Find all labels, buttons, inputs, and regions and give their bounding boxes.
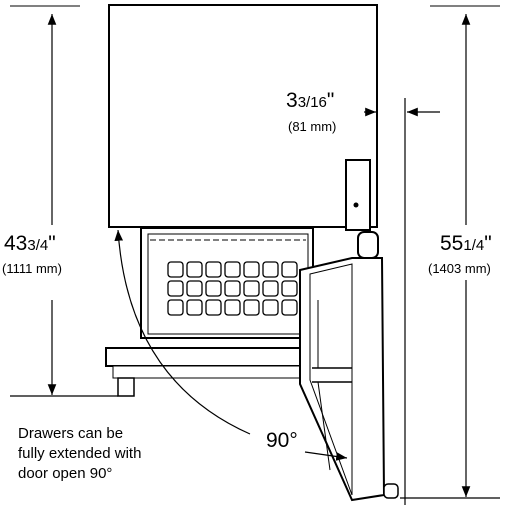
ice-cube	[186, 280, 203, 297]
ice-cube	[243, 280, 260, 297]
ice-cube	[167, 261, 184, 278]
drawer-note-line-1: Drawers can be	[18, 425, 124, 442]
swing-arcs	[114, 229, 348, 461]
height-closed-label: 433/4"	[4, 233, 56, 254]
height-open-unit: "	[484, 232, 492, 255]
door-clearance-fraction: 3/16	[297, 94, 327, 111]
ice-tray-grid	[167, 261, 298, 316]
door-clearance-dimension	[364, 98, 440, 505]
cabinet-body	[108, 4, 378, 228]
swing-angle-label: 90°	[266, 429, 298, 452]
drawer-note-line-3: door open 90°	[18, 465, 113, 482]
height-open-fraction: 1/4	[463, 237, 485, 254]
ice-cube	[224, 280, 241, 297]
ice-cube	[243, 261, 260, 278]
ice-cube	[262, 299, 279, 316]
door-clearance-label: 33/16"	[286, 90, 334, 111]
ice-cube	[205, 280, 222, 297]
height-open-metric: (1403 mm)	[428, 261, 491, 276]
ice-cube	[281, 261, 298, 278]
drawer-note: Drawers can be fully extended with door …	[18, 424, 141, 484]
height-open-whole: 55	[440, 232, 464, 255]
ice-cube	[167, 280, 184, 297]
ice-cube	[262, 280, 279, 297]
ice-cube	[205, 299, 222, 316]
ice-cube	[167, 299, 184, 316]
ice-cube	[281, 299, 298, 316]
drawer-base	[105, 347, 307, 397]
height-open-label: 551/4"	[440, 233, 492, 254]
door-clearance-unit: "	[326, 89, 335, 112]
height-closed-metric: (1111 mm)	[2, 261, 62, 276]
ice-cube	[243, 299, 260, 316]
ice-cube	[224, 299, 241, 316]
height-closed-dimension	[10, 13, 118, 397]
door-clearance-metric: (81 mm)	[288, 119, 337, 134]
ice-cube	[186, 299, 203, 316]
height-open-dimension	[400, 13, 500, 499]
drawer-note-line-2: fully extended with	[18, 445, 142, 462]
door-clearance-whole: 3	[286, 89, 298, 112]
ice-cube	[262, 261, 279, 278]
open-door	[299, 159, 399, 502]
ice-cube	[186, 261, 203, 278]
height-closed-whole: 43	[4, 232, 28, 255]
height-closed-fraction: 3/4	[27, 237, 49, 254]
ice-cube	[205, 261, 222, 278]
height-closed-unit: "	[48, 232, 56, 255]
ice-cube	[281, 280, 298, 297]
ice-cube	[224, 261, 241, 278]
